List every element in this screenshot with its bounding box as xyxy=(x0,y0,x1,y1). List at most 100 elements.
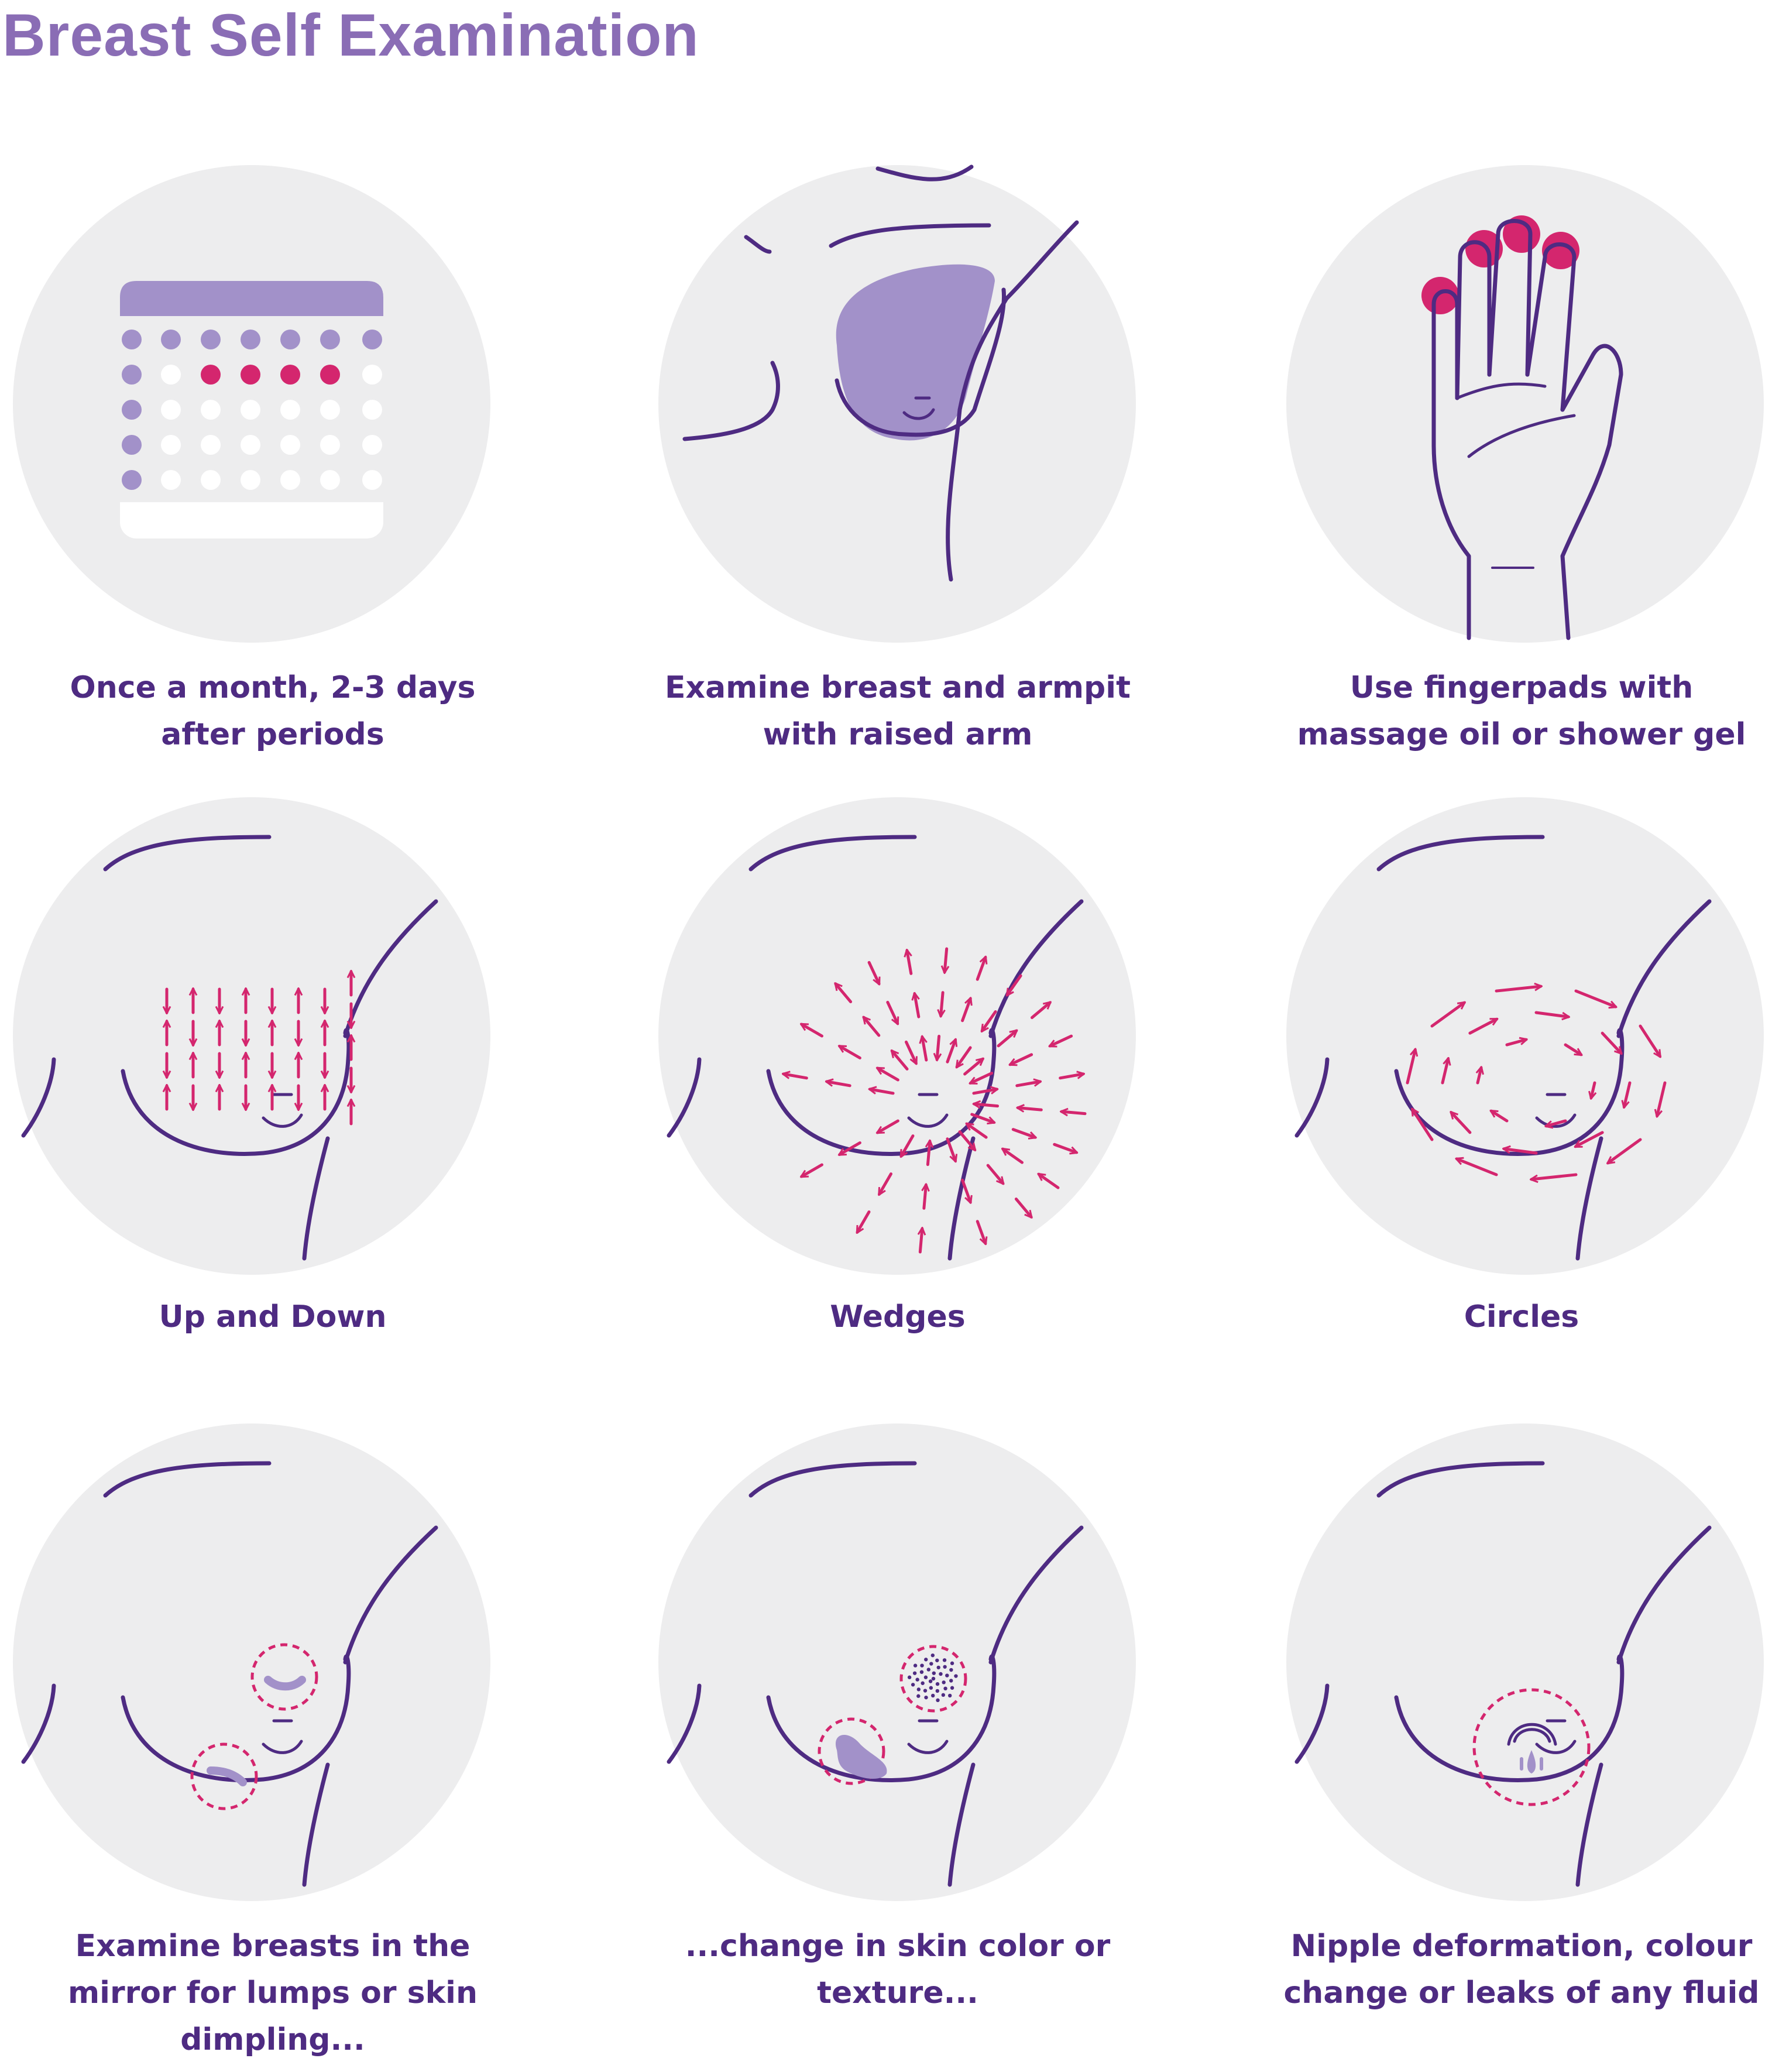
nipple xyxy=(262,1113,303,1128)
caption-5-line-1: Wedges xyxy=(830,1299,966,1335)
panel-circle xyxy=(1286,1423,1764,1901)
calendar-header xyxy=(120,281,383,316)
left-torso-edge xyxy=(682,361,780,441)
collarbone xyxy=(748,1461,917,1498)
massage-arrow xyxy=(1608,1138,1642,1163)
calendar-day xyxy=(320,435,340,455)
massage-arrow xyxy=(886,1000,899,1023)
massage-arrow xyxy=(1007,974,1022,995)
fingerpad-highlight xyxy=(1421,277,1459,314)
panel-2 xyxy=(658,164,1136,643)
texture-marker-circle xyxy=(899,1645,967,1713)
torso-left-edge xyxy=(21,1683,56,1764)
panel-circle xyxy=(658,797,1136,1275)
calendar-day xyxy=(161,400,181,420)
texture-dot xyxy=(911,1683,915,1687)
nipple xyxy=(902,408,935,420)
massage-arrow xyxy=(946,1137,956,1161)
calendar-day xyxy=(161,330,181,349)
torso-right-edge xyxy=(1616,899,1712,1038)
massage-arrow xyxy=(1505,1040,1526,1047)
massage-arrow xyxy=(905,1040,918,1063)
massage-arrow xyxy=(976,958,985,981)
caption-7-line-1: Examine breasts in the xyxy=(75,1929,471,1964)
texture-dot xyxy=(928,1679,933,1683)
massage-arrow xyxy=(899,1134,915,1157)
caption-5: Wedges xyxy=(605,1294,1190,1340)
massage-arrow xyxy=(946,1040,956,1064)
caption-9: Nipple deformation, colour change or lea… xyxy=(1229,1923,1772,2016)
caption-7: Examine breasts in the mirror for lumps … xyxy=(0,1923,565,2063)
texture-dot xyxy=(943,1665,947,1669)
caption-2: Examine breast and armpit with raised ar… xyxy=(605,664,1190,758)
texture-dot xyxy=(916,1687,921,1692)
massage-arrow xyxy=(986,1164,1003,1183)
texture-dot xyxy=(916,1694,921,1698)
massage-arrow xyxy=(1564,1043,1581,1055)
calendar-day xyxy=(201,435,221,455)
dimple xyxy=(207,1766,247,1786)
caption-6: Circles xyxy=(1229,1294,1772,1340)
caption-1: Once a month, 2-3 days after periods xyxy=(0,664,565,758)
massage-arrow xyxy=(1468,1017,1497,1035)
massage-arrow xyxy=(945,947,946,972)
calendar-day xyxy=(320,365,340,385)
calendar-day xyxy=(122,435,142,455)
massage-arrow xyxy=(970,1113,994,1123)
breast-outline xyxy=(121,1028,351,1156)
massage-arrow xyxy=(827,1082,851,1088)
deformed-nipple xyxy=(1513,1728,1551,1743)
torso-left-edge xyxy=(667,1057,702,1138)
massage-arrow xyxy=(1534,1011,1568,1017)
massage-arrow xyxy=(1491,1111,1509,1123)
massage-arrow xyxy=(1015,1082,1040,1088)
caption-8-line-2: texture... xyxy=(817,1975,978,2011)
massage-arrow xyxy=(870,1089,895,1095)
caption-9-line-2: change or leaks of any fluid xyxy=(1283,1975,1760,2011)
massage-arrow xyxy=(1050,1034,1073,1048)
deformed-nipple-outer xyxy=(1507,1723,1557,1746)
massage-arrow xyxy=(1591,1081,1595,1098)
texture-dot xyxy=(926,1668,930,1672)
panel-7 xyxy=(13,1423,490,1901)
caption-1-line-1: Once a month, 2-3 days xyxy=(70,670,476,705)
massage-arrow xyxy=(1457,1159,1498,1176)
texture-dot xyxy=(945,1673,949,1678)
massage-arrow xyxy=(1406,1049,1415,1085)
massage-arrow xyxy=(1495,986,1541,993)
massage-arrow xyxy=(1624,1081,1632,1107)
massage-arrow xyxy=(1451,1113,1472,1134)
massage-arrow xyxy=(1601,1031,1621,1053)
palm-crease-2 xyxy=(1467,414,1576,458)
calendar-day xyxy=(241,330,260,349)
massage-arrow xyxy=(878,1066,899,1082)
calendar-day xyxy=(122,365,142,385)
massage-arrow xyxy=(976,1220,985,1244)
collarbone xyxy=(1376,1461,1545,1498)
hand-left-edge xyxy=(1431,289,1471,640)
lump xyxy=(264,1676,306,1691)
calendar-day xyxy=(280,435,300,455)
panel-1 xyxy=(13,165,490,643)
massage-arrow xyxy=(802,1023,823,1038)
massage-arrow xyxy=(961,1178,971,1202)
texture-dot xyxy=(920,1663,924,1668)
texture-dot xyxy=(950,1661,954,1665)
massage-arrow xyxy=(1531,1173,1578,1179)
texture-dot xyxy=(931,1676,936,1681)
caption-9-line-1: Nipple deformation, colour xyxy=(1290,1929,1753,1964)
texture-dot xyxy=(949,1668,953,1672)
panel-4 xyxy=(13,797,490,1275)
caption-8-line-1: ...change in skin color or xyxy=(685,1929,1111,1964)
massage-arrow xyxy=(1010,1053,1033,1066)
massage-arrow xyxy=(1014,1198,1031,1217)
calendar-day xyxy=(362,435,382,455)
texture-dot xyxy=(936,1698,940,1703)
collarbone xyxy=(875,164,974,181)
calendar-day xyxy=(201,470,221,490)
texture-dot xyxy=(943,1686,947,1691)
massage-arrow xyxy=(972,1089,997,1095)
massage-arrow xyxy=(1639,1024,1660,1056)
calendar-day xyxy=(161,470,181,490)
calendar-day xyxy=(280,365,300,385)
